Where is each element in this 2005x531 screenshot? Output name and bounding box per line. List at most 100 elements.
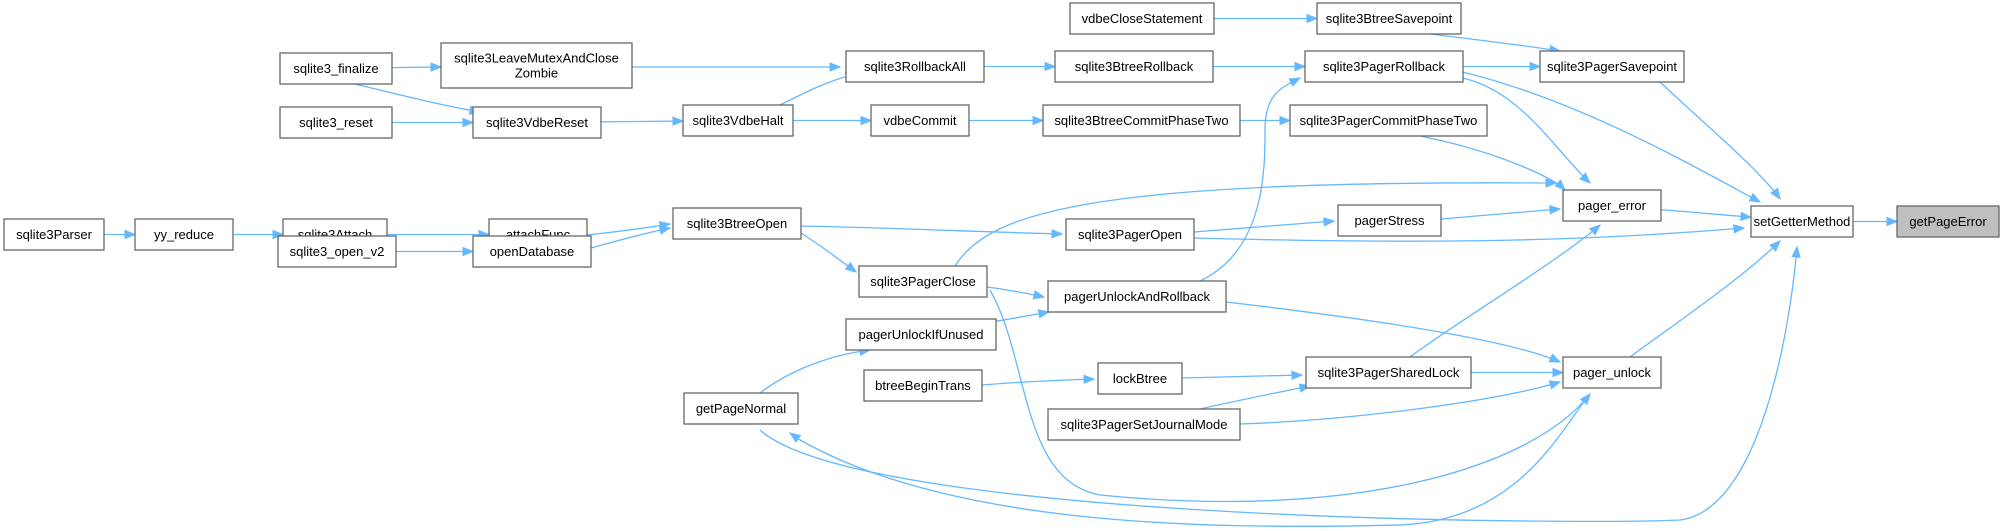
edge-getPageNormal-to-setGetterMethod [759,245,1801,522]
edge-arrowhead [1588,224,1602,236]
node-sqlite3VdbeReset[interactable]: sqlite3VdbeReset [472,106,602,139]
node-box [1562,356,1662,389]
edge-line [789,393,1591,527]
edge-arrowhead [1549,205,1562,215]
node-sqlite3PagerRollback[interactable]: sqlite3PagerRollback [1304,50,1464,83]
node-box [870,104,970,137]
node-vdbeCommit[interactable]: vdbeCommit [870,104,970,137]
node-sqlite3_finalize[interactable]: sqlite3_finalize [279,52,393,85]
node-label: sqlite3_open_v2 [290,244,385,259]
node-sqlite3PagerSavepoint[interactable]: sqlite3PagerSavepoint [1539,50,1685,83]
node-sqlite3PagerClose[interactable]: sqlite3PagerClose [858,265,988,298]
node-box [858,265,988,298]
edge-arrowhead [1733,224,1746,234]
node-box [1305,356,1472,389]
edge-line [1181,374,1303,379]
node-yy_reduce[interactable]: yy_reduce [134,218,234,251]
node-box [1047,408,1241,441]
edge-sqlite3VdbeReset-to-sqlite3VdbeHalt [600,116,685,126]
node-openDatabase[interactable]: openDatabase [472,235,592,268]
node-box [472,106,602,139]
edge-arrowhead [124,229,137,240]
edge-pager_unlock-to-setGetterMethod [1629,240,1781,358]
node-sqlite3Parser[interactable]: sqlite3Parser [3,218,105,251]
edge-pagerUnlockAndRollback-to-pager_unlock [1225,301,1562,363]
node-sqlite3PagerSetJournalMode[interactable]: sqlite3PagerSetJournalMode [1047,408,1241,441]
node-lockBtree[interactable]: lockBtree [1097,362,1183,395]
node-label: openDatabase [490,244,575,259]
edge-sqlite3PagerRollback-to-setGetterMethod [1461,71,1762,203]
node-label: sqlite3PagerClose [870,274,976,289]
edge-sqlite3VdbeHalt-to-sqlite3RollbackAll [779,71,858,106]
node-box [279,106,393,139]
edge-sqlite3PagerSetJournalMode-to-pager_unlock [1239,380,1562,425]
node-label: pagerStress [1354,213,1425,228]
node-label: sqlite3VdbeHalt [692,113,783,128]
node-pagerUnlockIfUnused[interactable]: pagerUnlockIfUnused [845,318,997,351]
node-label: sqlite3PagerSavepoint [1547,59,1677,74]
node-sqlite3VdbeHalt[interactable]: sqlite3VdbeHalt [682,104,794,137]
node-box [1097,362,1183,395]
node-sqlite3PagerOpen[interactable]: sqlite3PagerOpen [1065,218,1195,251]
node-vdbeCloseStatement[interactable]: vdbeCloseStatement [1069,2,1215,35]
edge-arrowhead [1051,229,1064,239]
node-getPageError[interactable]: getPageError [1896,205,2000,238]
node-pagerUnlockAndRollback[interactable]: pagerUnlockAndRollback [1047,280,1227,313]
node-sqlite3PagerSharedLock[interactable]: sqlite3PagerSharedLock [1305,356,1472,389]
node-label: sqlite3_finalize [293,61,378,76]
node-sqlite3_open_v2[interactable]: sqlite3_open_v2 [277,235,397,268]
edge-arrowhead [430,62,443,72]
edge-arrowhead [1552,367,1565,378]
edge-arrowhead [672,116,685,126]
node-label: btreeBeginTrans [875,378,971,393]
node-box [440,42,633,89]
node-box [672,207,802,240]
node-sqlite3BtreeCommitPhaseTwo[interactable]: sqlite3BtreeCommitPhaseTwo [1042,104,1241,137]
edge-line [1199,385,1311,410]
node-sqlite3PagerCommitPhaseTwo[interactable]: sqlite3PagerCommitPhaseTwo [1289,104,1488,137]
edge-sqlite3LeaveMutexAndCloseZombie-to-sqlite3RollbackAll [632,62,842,72]
node-sqlite3BtreeRollback[interactable]: sqlite3BtreeRollback [1054,50,1214,83]
edge-arrowhead [1037,309,1051,319]
node-sqlite3RollbackAll[interactable]: sqlite3RollbackAll [845,50,985,83]
edge-line [1461,77,1591,184]
node-pager_error[interactable]: pager_error [1562,189,1662,222]
edge-sqlite3PagerRollback-to-sqlite3PagerSavepoint [1463,61,1542,72]
node-label: getPageError [1909,214,1987,229]
node-sqlite3_reset[interactable]: sqlite3_reset [279,106,393,139]
edge-pager_unlock-to-getPageNormal [788,393,1591,527]
node-pagerStress[interactable]: pagerStress [1337,204,1442,237]
edge-sqlite3PagerOpen-to-setGetterMethod [1193,224,1746,242]
edge-arrowhead [658,225,672,235]
edge-arrowhead [1323,217,1336,227]
edge-arrowhead [1083,374,1096,385]
node-label: sqlite3BtreeRollback [1075,59,1194,74]
node-pager_unlock[interactable]: pager_unlock [1562,356,1662,389]
edge-line [586,223,671,236]
edge-arrowhead [1291,370,1304,380]
node-sqlite3BtreeSavepoint[interactable]: sqlite3BtreeSavepoint [1316,2,1462,35]
edge-vdbeCommit-to-sqlite3BtreeCommitPhaseTwo [969,115,1045,126]
node-label: yy_reduce [154,227,214,242]
node-btreeBeginTrans[interactable]: btreeBeginTrans [863,369,983,402]
edge-arrowhead [1748,192,1762,203]
node-setGetterMethod[interactable]: setGetterMethod [1750,205,1854,238]
edge-arrowhead [1545,178,1558,188]
edge-line [1440,208,1561,220]
node-label: sqlite3BtreeOpen [687,216,787,231]
node-label: sqlite3PagerSharedLock [1318,365,1460,380]
node-box [134,218,234,251]
node-label: vdbeCommit [884,113,957,128]
node-box [3,218,105,251]
edge-arrowhead [1548,353,1562,363]
node-box [863,369,983,402]
edge-btreeBeginTrans-to-lockBtree [981,374,1096,386]
edge-arrowhead [1288,77,1302,87]
node-getPageNormal[interactable]: getPageNormal [683,392,799,425]
edge-sqlite3BtreeCommitPhaseTwo-to-sqlite3PagerCommitPhaseTwo [1240,115,1292,126]
edge-getPageNormal-to-pagerUnlockIfUnused [759,346,872,394]
edge-arrowhead [788,432,802,443]
node-sqlite3BtreeOpen[interactable]: sqlite3BtreeOpen [672,207,802,240]
edge-sqlite3PagerOpen-to-pagerStress [1193,217,1336,233]
